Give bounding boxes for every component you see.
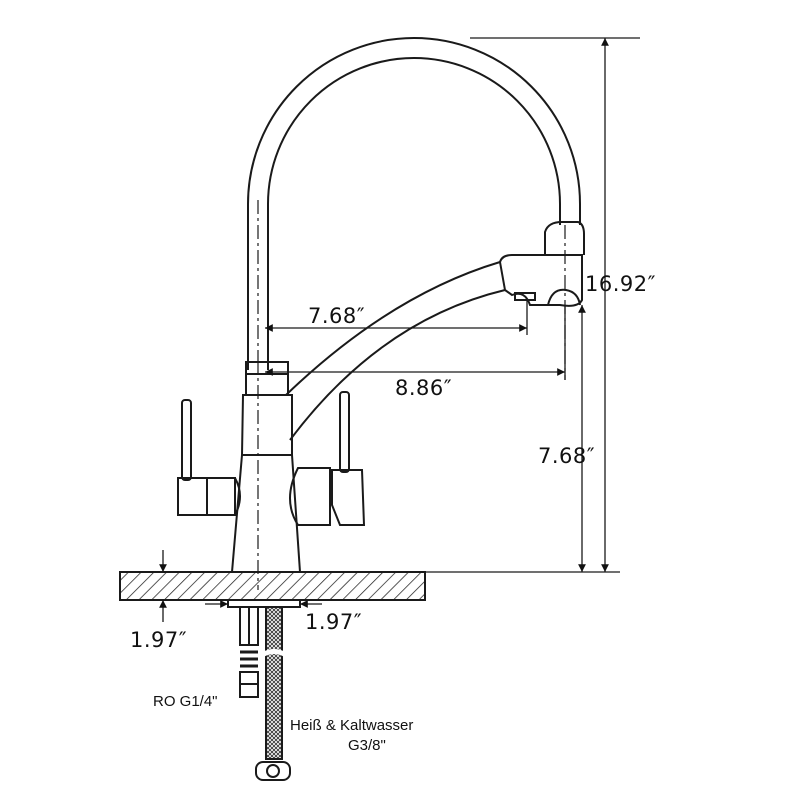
faucet-body bbox=[230, 394, 302, 573]
hose-nut bbox=[255, 761, 291, 781]
gooseneck-spout bbox=[247, 37, 581, 370]
total-height-label: 16.92″ bbox=[585, 272, 656, 296]
right-handle-lever bbox=[331, 469, 366, 526]
spout-reach-outer-label: 8.86″ bbox=[395, 376, 453, 400]
countertop bbox=[119, 571, 426, 601]
spout-clearance-label: 7.68″ bbox=[538, 444, 596, 468]
spout-collar bbox=[544, 221, 585, 255]
spout-reach-inner-label: 7.68″ bbox=[308, 304, 366, 328]
hot-cold-connection-label: Heiß & Kaltwasser bbox=[290, 717, 414, 734]
right-handle-block bbox=[289, 467, 331, 526]
spray-head bbox=[498, 254, 583, 307]
deck-thickness-label: 1.97″ bbox=[130, 628, 188, 652]
base-width-label: 1.97″ bbox=[305, 610, 363, 634]
ro-connection-label: RO G1/4" bbox=[153, 693, 218, 710]
hot-cold-thread-label: G3/8" bbox=[348, 737, 386, 754]
left-handle bbox=[181, 399, 192, 481]
braided-hose bbox=[265, 606, 283, 760]
